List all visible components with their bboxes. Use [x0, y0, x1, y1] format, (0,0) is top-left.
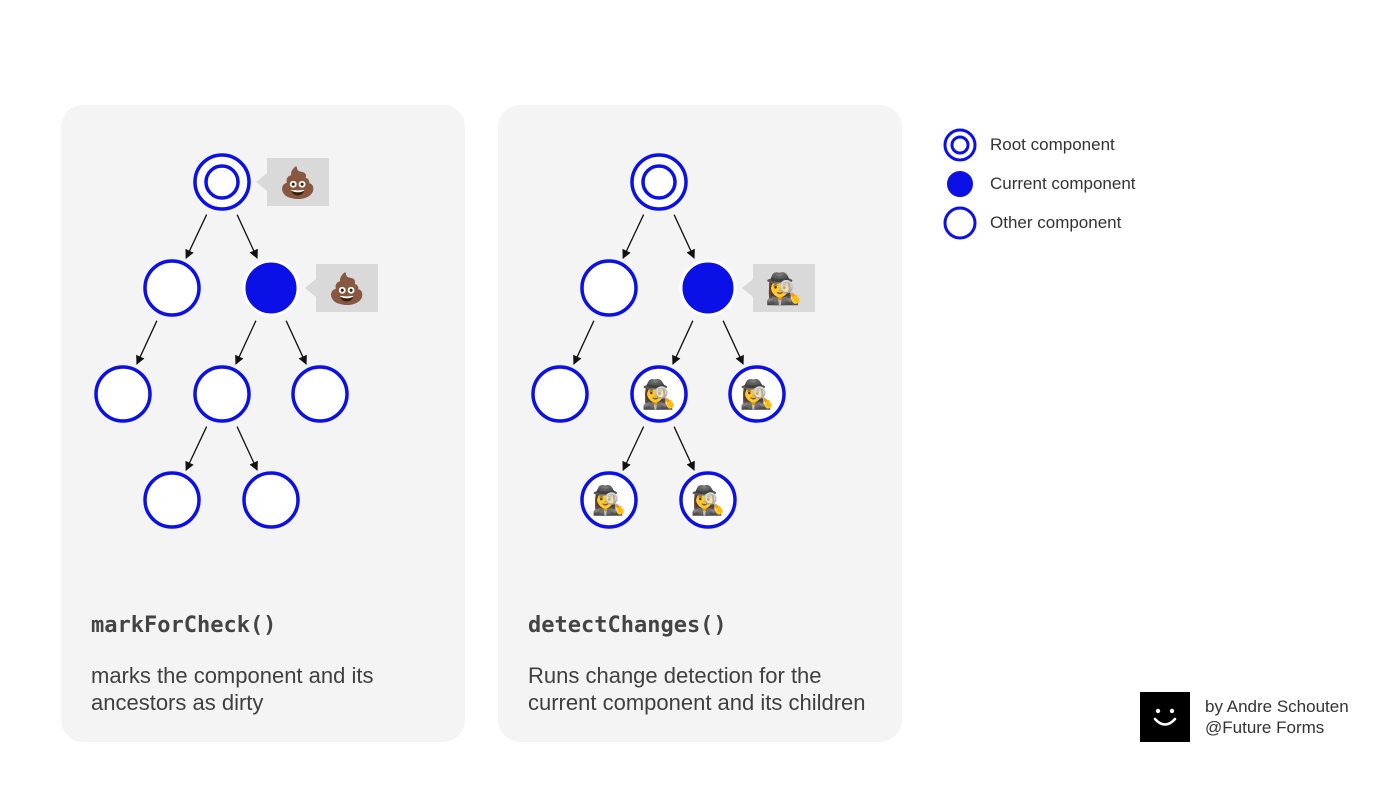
tree-edge-arrow: [573, 320, 595, 365]
tree-edge-arrow: [235, 320, 257, 365]
tree-edge-arrow: [285, 320, 307, 365]
tree-edge-arrow: [622, 214, 645, 259]
tree-edge-arrow: [673, 426, 695, 471]
legend-item-current: Current component: [942, 164, 1136, 203]
other-component-node: [193, 365, 251, 423]
current-component-icon: [945, 168, 975, 199]
root-component-node: [630, 153, 688, 211]
other-component-node: [94, 365, 152, 423]
other-component-node: 🕵️‍♀️: [728, 365, 786, 423]
other-component-node: 🕵️‍♀️: [580, 471, 638, 529]
smiley-icon: [1140, 692, 1190, 742]
tree-edge-arrow: [622, 426, 645, 471]
current-component-node: [679, 259, 737, 317]
tree-edge-arrow: [185, 426, 208, 471]
function-description: Runs change detection for the current co…: [528, 663, 866, 715]
legend-item-other: Other component: [942, 203, 1136, 242]
tree-edge-arrow: [722, 320, 744, 365]
other-component-node: [143, 259, 201, 317]
component-tree-diagram: 🕵️‍♀️ 🕵️‍♀️ 🕵️‍♀️ 🕵️‍♀️ 🕵️‍♀️: [531, 153, 815, 529]
legend-label: Current component: [990, 173, 1136, 193]
detective-icon: 🕵️‍♀️: [740, 378, 775, 411]
other-component-icon: [943, 206, 977, 239]
legend-label: Other component: [990, 212, 1122, 232]
author-credit: by Andre Schouten @Future Forms: [1140, 692, 1349, 742]
tree-edge-arrow: [236, 426, 258, 471]
legend: Root component Current component Other c…: [942, 125, 1136, 242]
function-name: markForCheck(): [91, 613, 277, 638]
root-component-node: [193, 153, 251, 211]
function-name: detectChanges(): [528, 613, 727, 638]
other-component-node: 🕵️‍♀️: [679, 471, 737, 529]
other-component-node: [580, 259, 638, 317]
tree-edge-arrow: [236, 214, 258, 259]
panel-mark-for-check: 💩💩 markForCheck() marks the component an…: [61, 105, 465, 742]
other-component-node: [291, 365, 349, 423]
current-component-node: [242, 259, 300, 317]
poop-icon: 💩: [279, 165, 316, 200]
root-component-icon: [943, 128, 977, 161]
other-component-node: [242, 471, 300, 529]
poop-icon: 💩: [328, 271, 365, 306]
tree-edge-arrow: [672, 320, 694, 365]
other-component-node: [143, 471, 201, 529]
detective-icon: 🕵️‍♀️: [642, 378, 677, 411]
detective-icon: 🕵️‍♀️: [765, 271, 802, 306]
tree-edge-arrow: [673, 214, 695, 259]
other-component-node: 🕵️‍♀️: [630, 365, 688, 423]
annotation-bubble: 🕵️‍♀️: [742, 264, 815, 312]
function-description: marks the component and its ancestors as…: [91, 663, 374, 715]
credit-author: by Andre Schouten: [1205, 697, 1349, 716]
annotation-bubble: 💩: [305, 264, 378, 312]
component-tree-diagram: 💩💩: [94, 153, 378, 529]
legend-label: Root component: [990, 134, 1115, 154]
annotation-bubble: 💩: [256, 158, 329, 206]
tree-edge-arrow: [185, 214, 208, 259]
credit-org: @Future Forms: [1205, 718, 1325, 737]
other-component-node: [531, 365, 589, 423]
legend-item-root: Root component: [942, 125, 1136, 164]
tree-edge-arrow: [136, 320, 158, 365]
panel-detect-changes: 🕵️‍♀️ 🕵️‍♀️ 🕵️‍♀️ 🕵️‍♀️ 🕵️‍♀️ detectChanges(…: [498, 105, 902, 742]
detective-icon: 🕵️‍♀️: [592, 484, 627, 517]
detective-icon: 🕵️‍♀️: [691, 484, 726, 517]
